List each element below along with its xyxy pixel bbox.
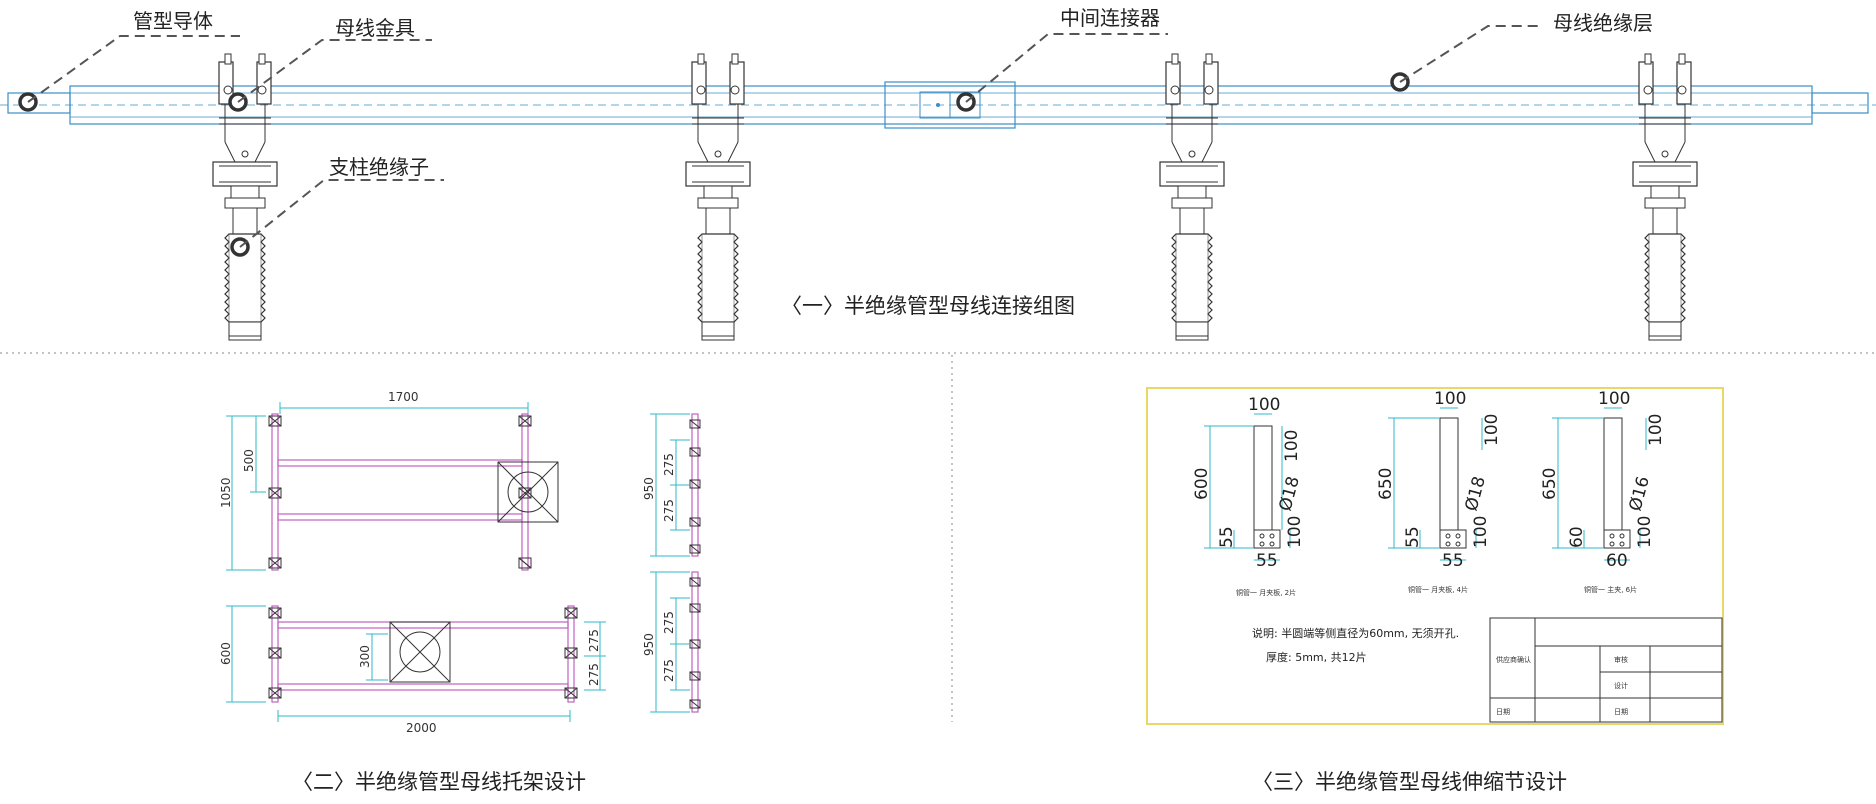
dim-side-seg2-lower: 275	[662, 659, 676, 682]
callout-label-insulation-layer: 母线绝缘层	[1553, 11, 1653, 35]
exp2-bottom: 55	[1442, 551, 1464, 571]
bracket-top-view	[226, 402, 559, 571]
callout-middle-connector: 中间连接器	[956, 6, 1168, 112]
expansion-part-1	[1204, 413, 1291, 561]
exp1-bottom: 55	[1256, 551, 1278, 571]
expansion-note-2: 厚度: 5mm, 共12片	[1266, 650, 1367, 664]
post-insulator-4	[1632, 53, 1698, 341]
exp3-top: 100	[1598, 389, 1630, 409]
callout-post-insulator: 支柱绝缘子	[230, 155, 444, 257]
bracket-bottom-view	[226, 605, 606, 722]
exp3-height: 650	[1540, 468, 1560, 500]
bracket-side-view	[650, 413, 701, 713]
dim-top-width: 1700	[388, 390, 419, 404]
callout-label-post-insulator: 支柱绝缘子	[329, 155, 429, 179]
exp2-br: 100	[1471, 516, 1491, 548]
dim-bottom-width: 2000	[406, 721, 437, 735]
post-insulator-2	[685, 53, 751, 341]
dim-side-total-upper: 950	[642, 477, 656, 500]
expansion-note-1: 说明: 半圆端等侧直径为60mm, 无须开孔.	[1252, 626, 1459, 640]
title-block-unit: 供应商确认	[1496, 655, 1531, 664]
caption-figure-3: 〈三〉半绝缘管型母线伸缩节设计	[1252, 770, 1567, 794]
caption-figure-1: 〈一〉半绝缘管型母线连接组图	[781, 294, 1075, 318]
exp1-top: 100	[1248, 395, 1280, 415]
callout-label-busbar-fitting: 母线金具	[335, 16, 415, 40]
dim-bottom-height: 600	[219, 642, 233, 665]
dim-top-inner: 500	[242, 449, 256, 472]
busbar-assembly	[0, 81, 1876, 129]
exp3-bottom: 60	[1606, 551, 1628, 571]
title-block-date-right: 日期	[1614, 708, 1628, 716]
exp3-right: 100	[1646, 414, 1666, 446]
post-insulator-3	[1159, 53, 1225, 341]
title-block-date-left: 日期	[1496, 708, 1510, 716]
dim-bottom-seg-b: 275	[587, 663, 601, 686]
callout-label-middle-connector: 中间连接器	[1060, 6, 1160, 30]
exp2-top: 100	[1434, 389, 1466, 409]
exp1-right: 100	[1282, 430, 1302, 462]
title-block	[1489, 617, 1723, 723]
exp2-height: 650	[1376, 468, 1396, 500]
exp3-dia: Ø16	[1626, 474, 1654, 513]
dim-side-seg1-lower: 275	[662, 611, 676, 634]
exp1-br: 100	[1285, 516, 1305, 548]
caption-figure-2: 〈二〉半绝缘管型母线托架设计	[292, 770, 586, 794]
callout-insulation-layer: 母线绝缘层	[1390, 11, 1653, 92]
expansion-part-2	[1388, 407, 1483, 561]
title-block-design: 设计	[1614, 681, 1628, 690]
exp1-base: 55	[1217, 526, 1237, 548]
exp2-right: 100	[1482, 414, 1502, 446]
title-block-review: 审核	[1614, 655, 1628, 664]
dim-side-seg1-upper: 275	[662, 453, 676, 476]
exp1-label: 铜管一 月夹板, 2片	[1236, 588, 1296, 597]
exp3-label: 铜管一 主夹, 6片	[1584, 585, 1637, 594]
dim-bottom-inner: 300	[358, 645, 372, 668]
dim-side-total-lower: 950	[642, 633, 656, 656]
callout-busbar-fitting: 母线金具	[228, 16, 432, 112]
exp2-label: 铜管一 月夹板, 4片	[1408, 585, 1468, 594]
callout-label-tube-conductor: 管型导体	[133, 9, 213, 33]
exp2-dia: Ø18	[1462, 474, 1490, 513]
expansion-sheet-frame	[1146, 387, 1724, 725]
dim-side-seg2-upper: 275	[662, 499, 676, 522]
exp3-br: 100	[1635, 516, 1655, 548]
expansion-part-3	[1552, 407, 1647, 561]
dim-bottom-seg-a: 275	[587, 629, 601, 652]
exp3-base: 60	[1567, 526, 1587, 548]
callout-tube-conductor: 管型导体	[18, 9, 240, 112]
exp1-height: 600	[1192, 468, 1212, 500]
exp2-base: 55	[1403, 526, 1423, 548]
dim-top-height: 1050	[219, 477, 233, 508]
exp1-dia: Ø18	[1276, 474, 1304, 513]
